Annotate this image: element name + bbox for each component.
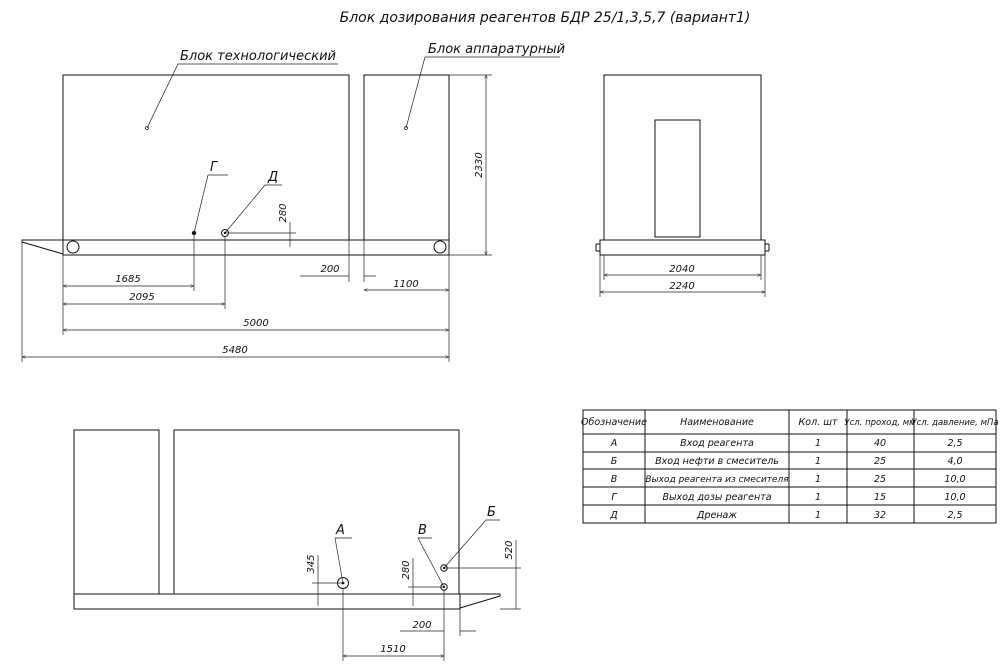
table-cell: 10,0 <box>944 492 965 503</box>
dim-5000: 5000 <box>243 318 268 329</box>
dim-200-top: 200 <box>320 264 339 275</box>
dim-5480: 5480 <box>222 345 247 356</box>
label-b: Б <box>487 505 496 520</box>
front-view: Блок технологический Блок аппаратурный Г… <box>22 42 565 362</box>
dim-520: 520 <box>504 540 515 559</box>
table-cell: Выход реагента из смесителя <box>645 475 789 485</box>
table-cell: 2,5 <box>947 510 962 521</box>
leader-dot-tech <box>145 126 149 130</box>
leader-a <box>334 537 352 584</box>
base-frame <box>62 239 450 256</box>
label-d-front: Д <box>267 170 278 185</box>
rear-base-frame <box>73 593 461 610</box>
side-base-frame <box>599 239 766 256</box>
leader-v <box>417 537 445 588</box>
ext-1685-2095 <box>62 233 226 335</box>
ext-2240 <box>599 255 766 297</box>
app-block-outline <box>363 74 450 241</box>
table-cell: Г <box>611 492 617 503</box>
table-cell: 2,5 <box>947 438 962 449</box>
lifting-lug-right <box>433 240 447 254</box>
table-cell: Дренаж <box>696 510 737 521</box>
table-cell: 25 <box>874 456 886 467</box>
table-cell: 4,0 <box>947 456 962 467</box>
table-cell: 1 <box>815 492 821 503</box>
skid-tip-right <box>459 593 501 609</box>
rear-view: А В Б 345 280 520 200 1510 <box>73 429 521 661</box>
dim-280-bottom: 280 <box>401 560 412 579</box>
table-cell: Выход дозы реагента <box>662 492 771 503</box>
table-cell: Д <box>609 510 617 521</box>
table-cell: Вход нефти в смеситель <box>655 456 779 467</box>
label-v: В <box>418 523 427 538</box>
dim-2240: 2240 <box>669 281 694 292</box>
leader-tech <box>146 63 338 129</box>
label-app-block: Блок аппаратурный <box>428 42 565 57</box>
side-view: 2040 2240 <box>595 74 770 297</box>
ext-5480 <box>21 242 450 362</box>
table-header-name: Наименование <box>680 417 754 428</box>
table-cell: 1 <box>815 474 821 485</box>
drawing-title: Блок дозирования реагентов БДР 25/1,3,5,… <box>340 10 751 26</box>
label-tech-block: Блок технологический <box>180 49 336 64</box>
skid-tip-left <box>21 239 64 255</box>
table-row-lines <box>583 433 996 506</box>
table-cell: 1 <box>815 510 821 521</box>
dim-2040: 2040 <box>669 264 694 275</box>
dim-1510: 1510 <box>380 644 405 655</box>
table-cell: 32 <box>874 510 886 521</box>
dim-200-bottom: 200 <box>412 620 431 631</box>
label-a: А <box>335 523 345 538</box>
ext-520 <box>444 567 521 610</box>
dim-345: 345 <box>306 554 317 573</box>
table-cell: А <box>610 438 618 449</box>
lifting-lug-left <box>66 240 80 254</box>
table-header-pressure: Усл. давление, мПа <box>911 418 998 428</box>
side-body-outline <box>603 74 762 241</box>
table-cell: Б <box>611 456 618 467</box>
table-cell: 10,0 <box>944 474 965 485</box>
side-door <box>654 119 701 238</box>
side-pin-left <box>595 243 600 252</box>
leader-b <box>443 519 500 569</box>
leader-d <box>224 184 282 234</box>
ext-200-top <box>348 240 365 282</box>
table-cell: 1 <box>815 438 821 449</box>
table-cell: 1 <box>815 456 821 467</box>
table-header-qty: Кол. шт <box>799 417 838 428</box>
dim-2330: 2330 <box>474 152 485 177</box>
dim-2095: 2095 <box>129 292 154 303</box>
table-header-bore: Усл. проход, мм <box>844 418 916 428</box>
label-g-front: Г <box>210 160 219 175</box>
table-cell: 15 <box>874 492 886 503</box>
ext-200-bottom <box>443 590 461 661</box>
tech-block-outline <box>62 74 350 241</box>
table-header-designation: Обозначение <box>581 417 647 428</box>
dim-1685: 1685 <box>115 274 140 285</box>
ext-2330 <box>449 74 492 256</box>
rear-app-block <box>73 429 160 595</box>
table-cell: В <box>611 474 618 485</box>
leader-app <box>405 56 560 129</box>
dim-1100: 1100 <box>393 279 418 290</box>
side-pin-right <box>765 243 770 252</box>
table-col-lines <box>644 410 915 523</box>
table-cell: 40 <box>874 438 886 449</box>
leader-dot-app <box>404 126 408 130</box>
nozzle-table: Обозначение Наименование Кол. шт Усл. пр… <box>581 409 999 524</box>
dim-280-top: 280 <box>278 203 289 222</box>
table-cell: 25 <box>874 474 886 485</box>
leader-g <box>193 174 228 234</box>
table-cell: Вход реагента <box>680 438 754 449</box>
